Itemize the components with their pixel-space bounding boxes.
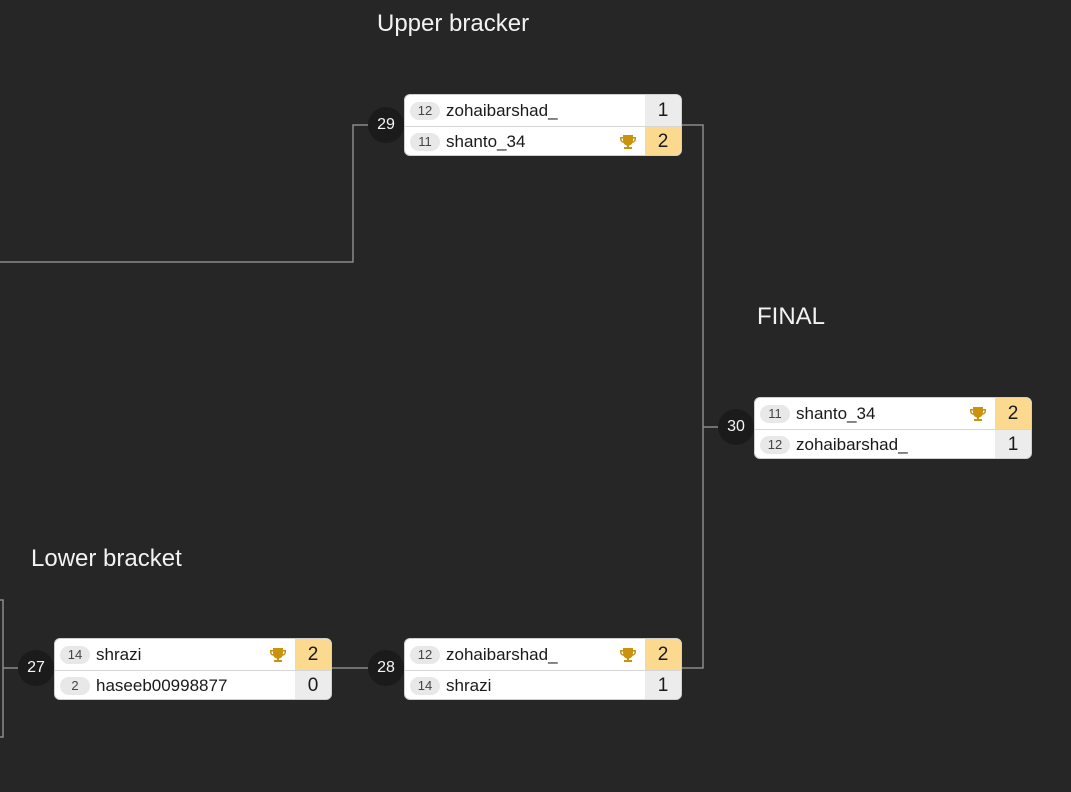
connector-lower-incoming: [0, 599, 4, 738]
player-name: shrazi: [446, 676, 492, 695]
connector-28-to-final: [682, 427, 704, 669]
player-name: shanto_34: [796, 403, 876, 423]
match-28-player-2[interactable]: 14 shrazi 1: [405, 670, 681, 699]
match-27-player-1[interactable]: 14 shrazi 2: [55, 639, 331, 670]
match-30-player-1[interactable]: 11 shanto_34 2: [755, 398, 1031, 429]
player-score: 1: [645, 95, 681, 126]
trophy-icon: [270, 647, 286, 662]
player-name: shrazi: [96, 644, 142, 664]
player-score: 2: [645, 127, 681, 155]
lower-bracket-title: Lower bracket: [31, 545, 182, 572]
match-card-27[interactable]: 14 shrazi 2 2 haseeb00998877 0: [54, 638, 332, 700]
player-score: 2: [295, 639, 331, 670]
seed-badge: 2: [60, 677, 90, 695]
player-score: 1: [645, 671, 681, 699]
player-score: 2: [645, 639, 681, 670]
match-card-30[interactable]: 11 shanto_34 2 12 zohaibarshad_ 1: [754, 397, 1032, 459]
seed-badge: 11: [410, 133, 440, 151]
player-score: 0: [295, 671, 331, 699]
seed-badge: 12: [760, 436, 790, 454]
match-29-player-1[interactable]: 12 zohaibarshad_ 1: [405, 95, 681, 126]
match-27-player-2[interactable]: 2 haseeb00998877 0: [55, 670, 331, 699]
player-name: zohaibarshad_: [446, 100, 558, 120]
seed-badge: 14: [410, 677, 440, 695]
connector-29-to-final: [682, 124, 704, 427]
player-name: haseeb00998877: [96, 676, 228, 695]
match-number-29: 29: [368, 107, 404, 143]
player-score: 2: [995, 398, 1031, 429]
seed-badge: 11: [760, 404, 790, 423]
match-number-28: 28: [368, 650, 404, 686]
match-card-29[interactable]: 12 zohaibarshad_ 1 11 shanto_34 2: [404, 94, 682, 156]
seed-badge: 12: [410, 645, 440, 664]
connector-upper-incoming: [0, 124, 370, 263]
player-score: 1: [995, 430, 1031, 458]
upper-bracket-title: Upper bracker: [377, 10, 530, 37]
match-29-player-2[interactable]: 11 shanto_34 2: [405, 126, 681, 155]
player-name: shanto_34: [446, 132, 526, 151]
seed-badge: 14: [60, 645, 90, 664]
trophy-icon: [970, 406, 986, 421]
trophy-icon: [620, 135, 636, 149]
player-name: zohaibarshad_: [796, 435, 908, 454]
match-number-27: 27: [18, 650, 54, 686]
player-name: zohaibarshad_: [446, 644, 558, 664]
match-28-player-1[interactable]: 12 zohaibarshad_ 2: [405, 639, 681, 670]
match-number-30: 30: [718, 409, 754, 445]
match-card-28[interactable]: 12 zohaibarshad_ 2 14 shrazi 1: [404, 638, 682, 700]
trophy-icon: [620, 647, 636, 662]
match-30-player-2[interactable]: 12 zohaibarshad_ 1: [755, 429, 1031, 458]
final-title: FINAL: [757, 303, 826, 330]
seed-badge: 12: [410, 101, 440, 120]
